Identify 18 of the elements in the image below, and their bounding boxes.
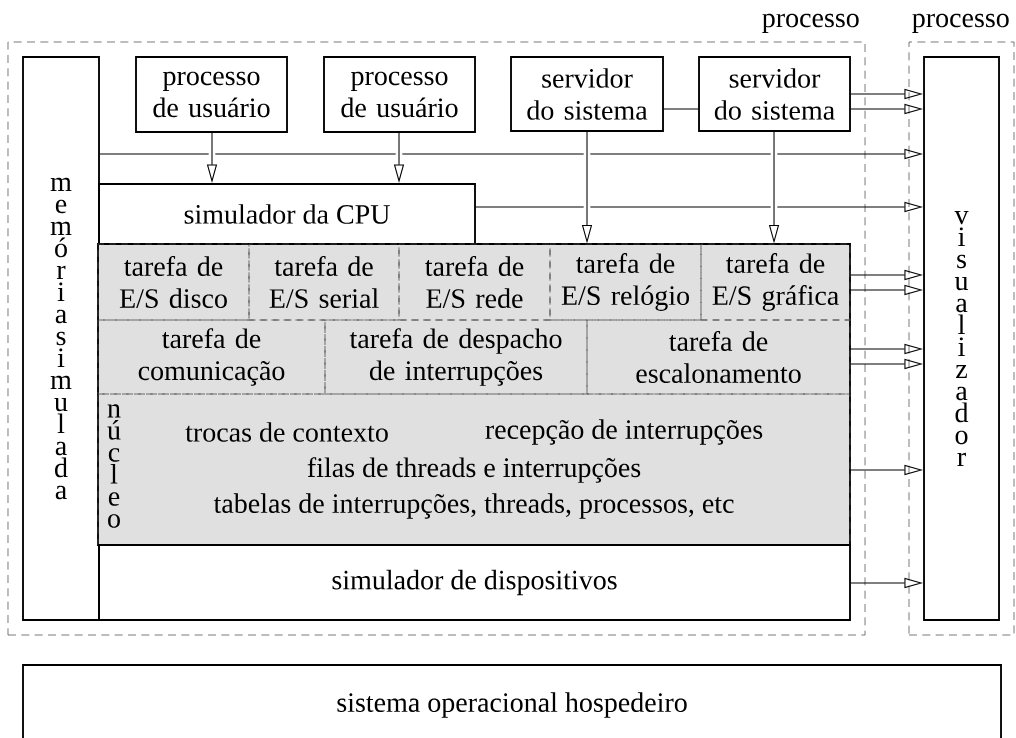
labeled-box: simulador de dispositivos (98, 544, 851, 621)
connector-line (663, 108, 699, 110)
labeled-box: processo de usuário (323, 56, 476, 133)
task-cell: tarefa de escalonamento (586, 319, 851, 395)
task-cell: tarefa de E/S gráfica (700, 243, 851, 321)
labeled-box: servidor do sistema (510, 56, 664, 132)
labeled-box: processo de usuário (135, 56, 288, 133)
labeled-box: sistema operacional hospedeiro (22, 664, 1002, 738)
task-cell: tarefa de comunicação (97, 319, 326, 395)
labeled-box: servidor do sistema (698, 56, 851, 132)
task-cell: tarefa de E/S rede (398, 243, 551, 321)
task-cell: tarefa de E/S relógio (549, 243, 702, 321)
shaded-panel (97, 243, 851, 546)
vertical-label-box: visualizador (923, 56, 1000, 621)
node-label: processo (912, 13, 1009, 33)
kernel-cell: núcleo trocas de contexto recepção de interrupções filas de threads e interrupções tabelas de interrupções, threads, processos, etc (97, 393, 851, 546)
task-cell: tarefa de despacho de interrupções (324, 319, 588, 395)
node-label: processo (762, 13, 859, 33)
